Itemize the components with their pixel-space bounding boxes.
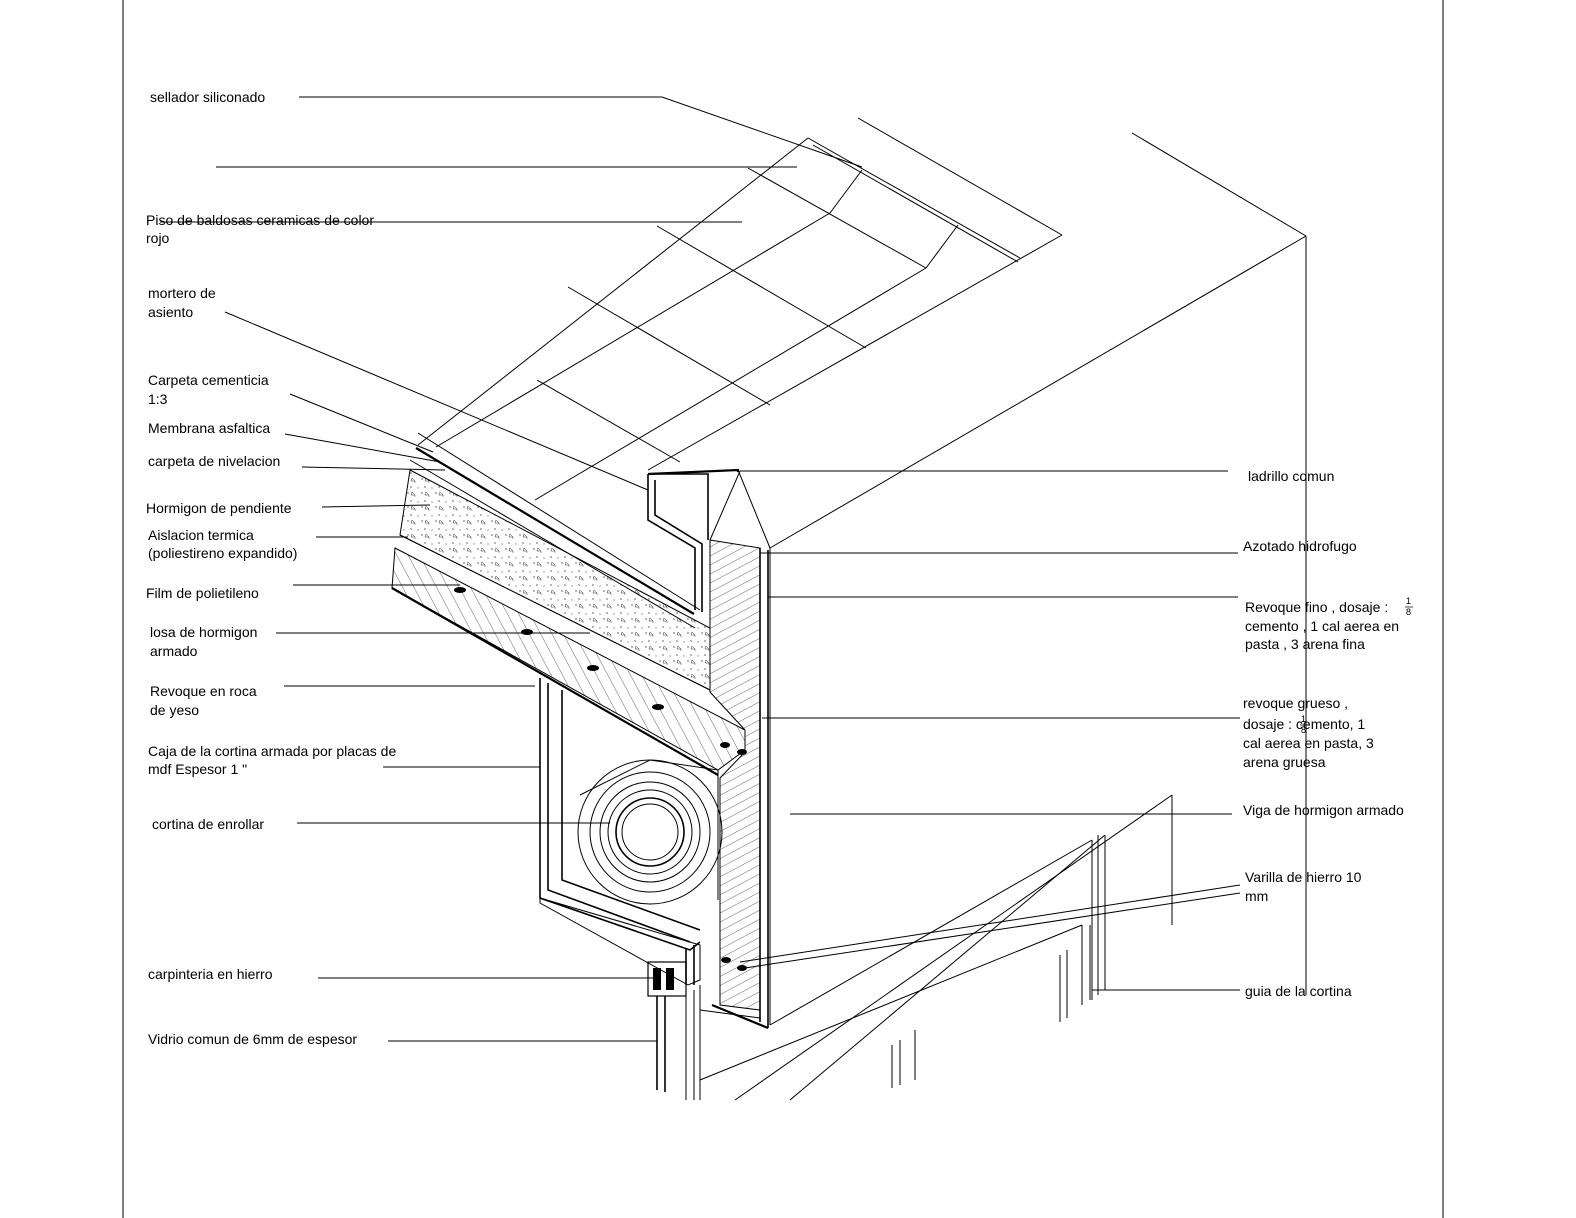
svg-text:arena gruesa: arena gruesa <box>1243 754 1326 770</box>
svg-text:Varilla de hierro 10: Varilla de hierro 10 <box>1245 869 1362 885</box>
svg-text:ladrillo comun: ladrillo comun <box>1248 468 1334 484</box>
svg-text:dosaje : cemento, 1: dosaje : cemento, 1 <box>1243 716 1365 732</box>
svg-text:Revoque en roca: Revoque en roca <box>150 683 257 699</box>
svg-text:mm: mm <box>1245 888 1268 904</box>
svg-text:de yeso: de yeso <box>150 702 199 718</box>
svg-text:pasta , 3 arena fina: pasta , 3 arena fina <box>1245 636 1365 652</box>
label-vidrio: Vidrio comun de 6mm de espesor <box>148 1031 357 1047</box>
label-guia: guia de la cortina <box>1245 983 1352 999</box>
svg-text:1: 1 <box>1406 596 1411 606</box>
svg-text:1:3: 1:3 <box>148 391 168 407</box>
svg-text:carpinteria en hierro: carpinteria en hierro <box>148 966 273 982</box>
svg-text:mdf Espesor 1 ": mdf Espesor 1 " <box>148 761 247 777</box>
label-membrana: Membrana asfaltica <box>148 420 270 436</box>
shutter-roller <box>577 759 723 905</box>
svg-text:rojo: rojo <box>146 230 170 246</box>
svg-text:Piso de baldosas ceramicas de: Piso de baldosas ceramicas de color <box>146 212 374 228</box>
label-revoque-yeso: Revoque en roca de yeso <box>150 683 257 718</box>
parapet-block <box>699 132 1307 1101</box>
label-revoque-fino: Revoque fino , dosaje : 1 8 cemento , 1 … <box>1245 596 1413 652</box>
svg-text:Vidrio comun de 6mm de espesor: Vidrio comun de 6mm de espesor <box>148 1031 357 1047</box>
sheet-frame <box>122 0 1444 1218</box>
svg-text:1: 1 <box>1301 714 1306 724</box>
label-revoque-grueso: revoque grueso , dosaje : cemento, 1 1 8… <box>1243 695 1374 770</box>
svg-text:Film de polietileno: Film de polietileno <box>146 585 259 601</box>
label-ladrillo: ladrillo comun <box>1248 468 1334 484</box>
label-mortero: mortero de asiento <box>148 285 216 320</box>
label-carpinteria: carpinteria en hierro <box>148 966 273 982</box>
window-frame <box>647 961 701 1100</box>
roof-section-layers <box>391 432 747 776</box>
svg-text:Caja de la cortina armada por: Caja de la cortina armada por placas de <box>148 743 396 759</box>
svg-text:Revoque fino , dosaje :: Revoque fino , dosaje : <box>1245 599 1388 615</box>
svg-text:8: 8 <box>1406 607 1411 617</box>
svg-text:Aislacion termica: Aislacion termica <box>148 527 254 543</box>
svg-text:(poliestireno expandido): (poliestireno expandido) <box>148 545 297 561</box>
shutter-box <box>539 678 723 986</box>
label-hormigon-pendiente: Hormigon de pendiente <box>146 500 292 516</box>
svg-text:Azotado hidrofugo: Azotado hidrofugo <box>1243 538 1357 554</box>
svg-text:Hormigon de pendiente: Hormigon de pendiente <box>146 500 292 516</box>
leader-lines <box>160 96 1241 1042</box>
svg-text:carpeta de nivelacion: carpeta de nivelacion <box>148 453 280 469</box>
svg-text:mortero de: mortero de <box>148 285 216 301</box>
label-varilla: Varilla de hierro 10 mm <box>1245 869 1362 904</box>
svg-text:losa de hormigon: losa de hormigon <box>150 624 257 640</box>
svg-text:8: 8 <box>1301 725 1306 735</box>
svg-text:Viga de hormigon armado: Viga de hormigon armado <box>1243 802 1404 818</box>
label-viga: Viga de hormigon armado <box>1243 802 1404 818</box>
svg-text:cortina de enrollar: cortina de enrollar <box>152 816 264 832</box>
svg-text:sellador siliconado: sellador siliconado <box>150 89 265 105</box>
label-azotado: Azotado hidrofugo <box>1243 538 1357 554</box>
label-sellador: sellador siliconado <box>150 89 265 105</box>
parapet-section <box>647 468 769 1030</box>
roof-tile-surface <box>417 117 1063 501</box>
svg-text:cal aerea en pasta, 3: cal aerea en pasta, 3 <box>1243 735 1374 751</box>
label-piso: Piso de baldosas ceramicas de color rojo <box>146 212 374 246</box>
label-losa: losa de hormigon armado <box>150 624 257 659</box>
label-caja: Caja de la cortina armada por placas de … <box>148 743 396 777</box>
svg-text:asiento: asiento <box>148 304 193 320</box>
svg-text:revoque grueso ,: revoque grueso , <box>1243 695 1348 711</box>
svg-text:cemento , 1 cal aerea en: cemento , 1 cal aerea en <box>1245 618 1399 634</box>
svg-text:Membrana asfaltica: Membrana asfaltica <box>148 420 270 436</box>
label-carpeta-nivelacion: carpeta de nivelacion <box>148 453 280 469</box>
svg-text:armado: armado <box>150 643 198 659</box>
svg-text:Carpeta cementicia: Carpeta cementicia <box>148 372 269 388</box>
label-cortina: cortina de enrollar <box>152 816 264 832</box>
label-carpeta-cementicia: Carpeta cementicia 1:3 <box>148 372 269 407</box>
label-film: Film de polietileno <box>146 585 259 601</box>
label-aislacion: Aislacion termica (poliestireno expandid… <box>148 527 297 561</box>
svg-text:guia de la cortina: guia de la cortina <box>1245 983 1352 999</box>
